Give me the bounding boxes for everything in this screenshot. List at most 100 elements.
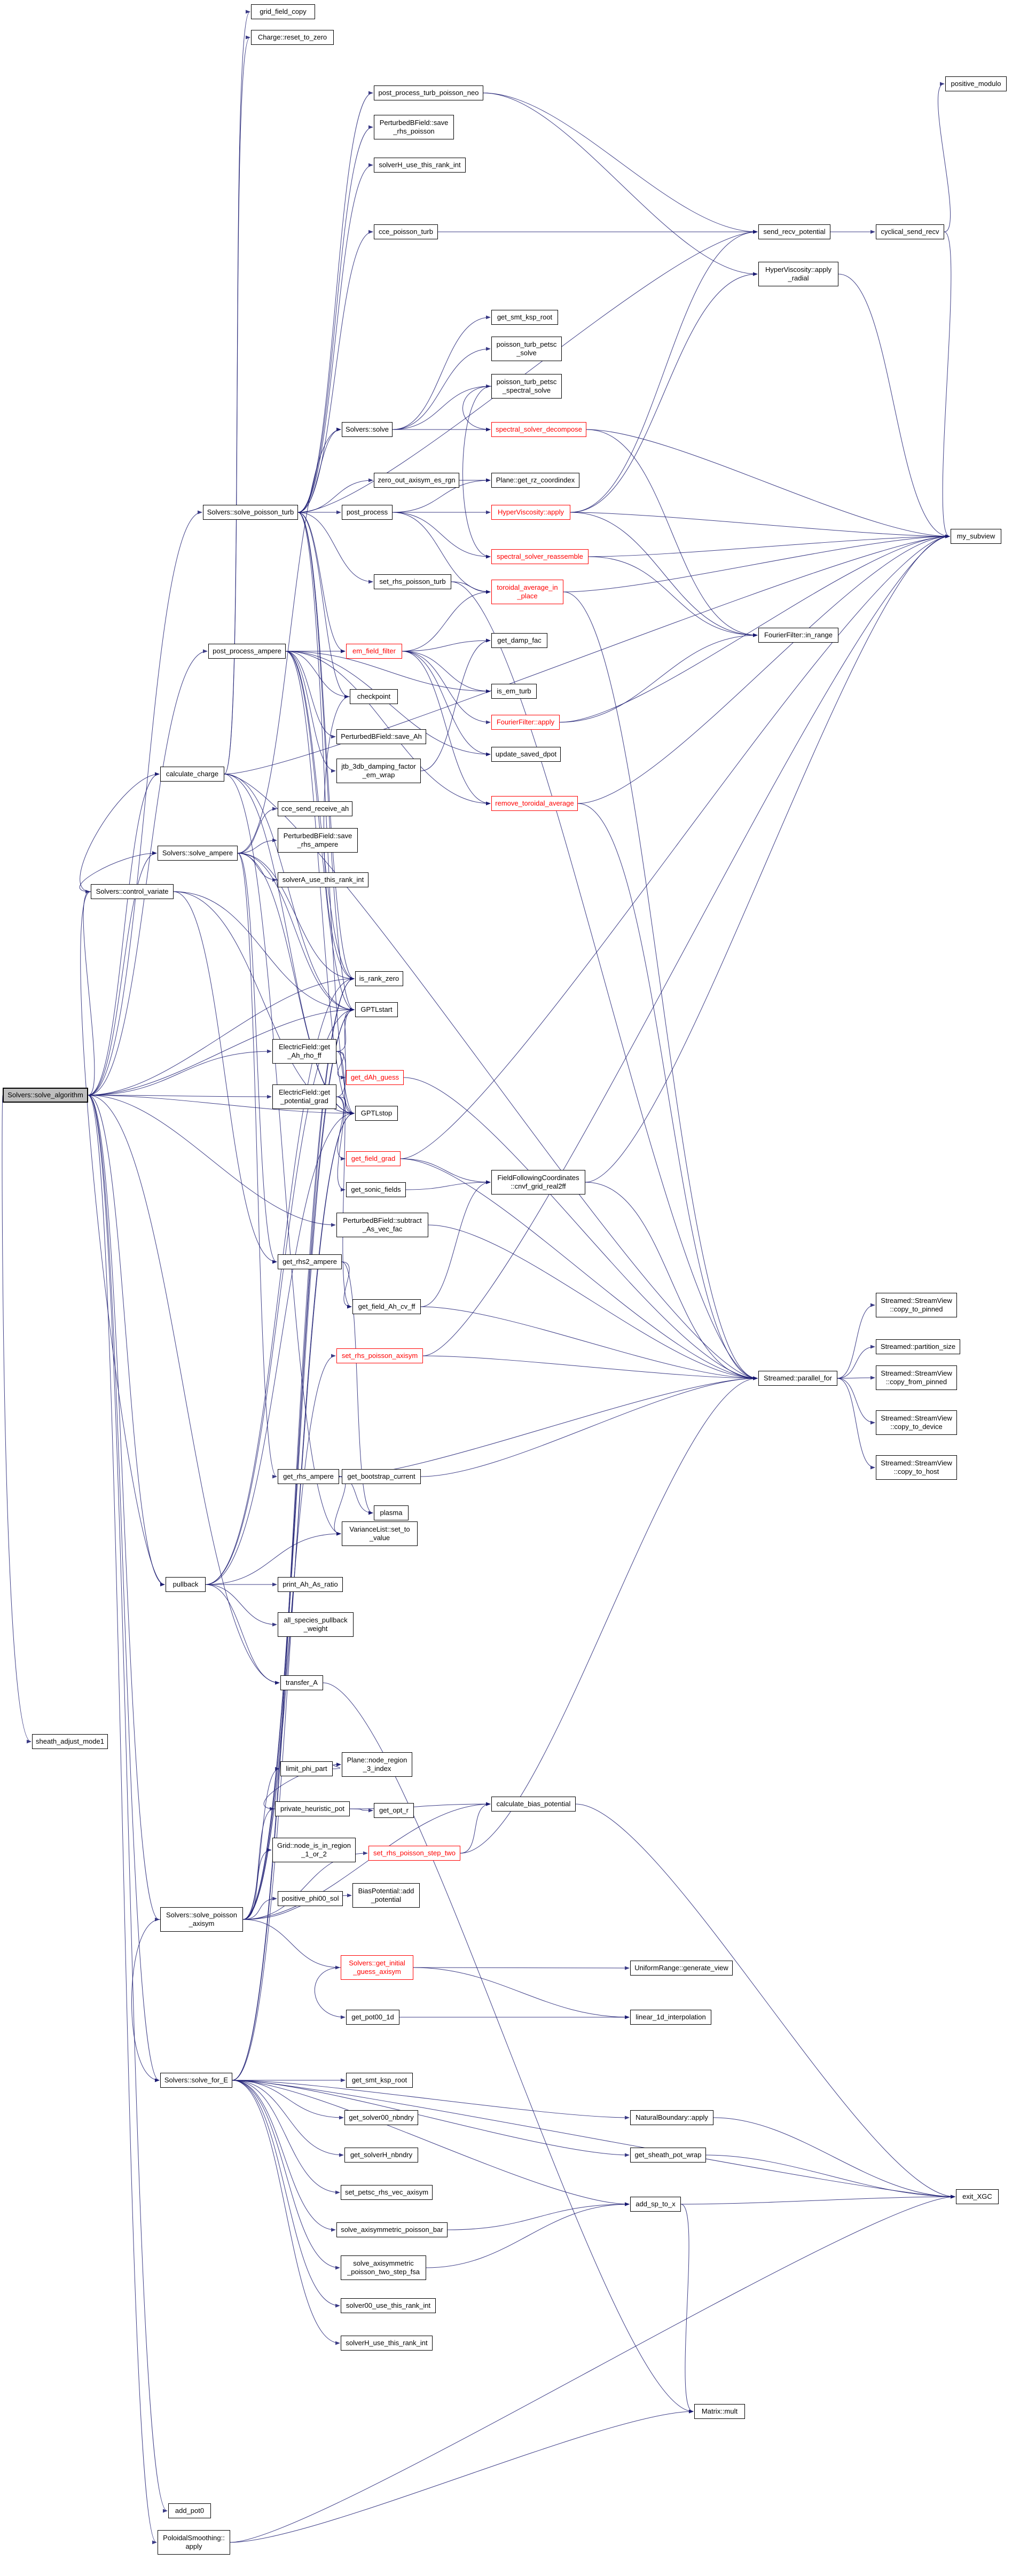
edge-poisson_turb_petsc_spectral_solve-spectral_solver_decompose (462, 386, 492, 432)
graph-node-set_rhs_poisson_step_two[interactable]: set_rhs_poisson_step_two (368, 1846, 460, 1861)
graph-node-solverh_use_this_rank_int_2[interactable]: solverH_use_this_rank_int (341, 2336, 433, 2351)
graph-node-solvers_get_initial_guess_axisym[interactable]: Solvers::get_initial_guess_axisym (341, 1955, 413, 1980)
graph-node-get_smt_ksp_root_2[interactable]: get_smt_ksp_root (346, 2073, 413, 2088)
graph-node-cyclical_send_recv[interactable]: cyclical_send_recv (876, 224, 944, 239)
graph-node-limit_phi_part[interactable]: limit_phi_part (280, 1761, 333, 1776)
graph-node-transfer_a[interactable]: transfer_A (280, 1675, 323, 1690)
graph-node-private_heuristic_pot[interactable]: private_heuristic_pot (275, 1801, 350, 1816)
graph-node-get_dah_guess[interactable]: get_dAh_guess (346, 1070, 404, 1085)
graph-node-get_rhs2_ampere[interactable]: get_rhs2_ampere (278, 1254, 342, 1269)
graph-node-post_process_turb_poisson_neo[interactable]: post_process_turb_poisson_neo (374, 85, 483, 100)
graph-node-solvera_use_this_rank_int[interactable]: solverA_use_this_rank_int (278, 872, 368, 887)
graph-node-solver00_use_this_rank_int[interactable]: solver00_use_this_rank_int (341, 2298, 436, 2313)
graph-node-grid_field_copy[interactable]: grid_field_copy (251, 4, 315, 19)
graph-node-plasma[interactable]: plasma (374, 1505, 409, 1520)
graph-node-variancelist_set_to_value[interactable]: VarianceList::set_to_value (342, 1521, 418, 1546)
graph-node-grid_node_is_in_region_1_or_2[interactable]: Grid::node_is_in_region_1_or_2 (272, 1838, 356, 1862)
graph-node-sheath_adjust_mode1[interactable]: sheath_adjust_mode1 (32, 1734, 108, 1749)
graph-node-electricfield_get_ah_rho_ff[interactable]: ElectricField::get_Ah_rho_ff (272, 1039, 336, 1064)
graph-node-toroidal_average_in_place[interactable]: toroidal_average_in_place (491, 580, 563, 604)
graph-node-add_pot0[interactable]: add_pot0 (168, 2503, 211, 2518)
graph-node-matrix_mult[interactable]: Matrix::mult (694, 2404, 745, 2419)
graph-node-poisson_turb_petsc_spectral_solve[interactable]: poisson_turb_petsc_spectral_solve (491, 374, 562, 399)
graph-node-exit_xgc[interactable]: exit_XGC (956, 2189, 999, 2204)
graph-node-plane_get_rz_coordindex[interactable]: Plane::get_rz_coordindex (491, 473, 579, 488)
graph-node-is_rank_zero[interactable]: is_rank_zero (355, 971, 403, 986)
graph-node-fourierfilter_in_range[interactable]: FourierFilter::in_range (758, 628, 838, 643)
graph-node-cce_poisson_turb[interactable]: cce_poisson_turb (374, 224, 438, 239)
graph-node-my_subview[interactable]: my_subview (951, 529, 1001, 544)
graph-node-uniformrange_generate_view[interactable]: UniformRange::generate_view (630, 1961, 733, 1976)
graph-node-solvers_solve[interactable]: Solvers::solve (342, 422, 393, 437)
graph-node-solvers_solve_poisson_axisym[interactable]: Solvers::solve_poisson_axisym (160, 1907, 243, 1932)
graph-node-get_sonic_fields[interactable]: get_sonic_fields (346, 1182, 406, 1197)
graph-node-cce_send_receive_ah[interactable]: cce_send_receive_ah (278, 801, 352, 816)
graph-node-update_saved_dpot[interactable]: update_saved_dpot (491, 747, 561, 762)
graph-node-send_recv_potential[interactable]: send_recv_potential (758, 224, 830, 239)
graph-node-pullback[interactable]: pullback (166, 1577, 206, 1592)
graph-node-get_opt_r[interactable]: get_opt_r (374, 1803, 414, 1818)
graph-node-get_rhs_ampere[interactable]: get_rhs_ampere (278, 1469, 339, 1484)
graph-node-perturbedbfield_save_rhs_ampere[interactable]: PerturbedBField::save_rhs_ampere (278, 828, 358, 853)
graph-node-get_sheath_pot_wrap[interactable]: get_sheath_pot_wrap (630, 2148, 706, 2163)
graph-node-perturbedbfield_save_ah[interactable]: PerturbedBField::save_Ah (336, 729, 426, 744)
graph-node-get_smt_ksp_root_1[interactable]: get_smt_ksp_root (491, 310, 558, 325)
graph-node-solvers_solve_for_e[interactable]: Solvers::solve_for_E (160, 2073, 232, 2088)
graph-node-set_rhs_poisson_axisym[interactable]: set_rhs_poisson_axisym (336, 1348, 423, 1363)
graph-node-post_process[interactable]: post_process (342, 505, 393, 520)
graph-node-get_solver00_nbndry[interactable]: get_solver00_nbndry (344, 2110, 418, 2125)
graph-node-solvers_solve_poisson_turb[interactable]: Solvers::solve_poisson_turb (203, 505, 298, 520)
graph-node-get_damp_fac[interactable]: get_damp_fac (491, 633, 547, 648)
graph-node-solvers_solve_ampere[interactable]: Solvers::solve_ampere (158, 846, 238, 861)
graph-node-gptlstop[interactable]: GPTLstop (355, 1106, 398, 1121)
graph-node-plane_node_region_3_index[interactable]: Plane::node_region_3_index (342, 1752, 412, 1777)
graph-node-electricfield_get_potential_grad[interactable]: ElectricField::get_potential_grad (272, 1084, 336, 1109)
graph-node-perturbedbfield_subtract_as_vec_fac[interactable]: PerturbedBField::subtract_As_vec_fac (336, 1213, 428, 1237)
graph-node-streamed_partition_size[interactable]: Streamed::partition_size (876, 1339, 960, 1354)
graph-node-checkpoint[interactable]: checkpoint (350, 689, 398, 704)
graph-node-get_bootstrap_current[interactable]: get_bootstrap_current (342, 1469, 421, 1484)
graph-node-sv_copy_to_device[interactable]: Streamed::StreamView::copy_to_device (876, 1410, 957, 1435)
graph-node-solvers_control_variate[interactable]: Solvers::control_variate (91, 884, 174, 899)
graph-node-solve_axisymmetric_poisson_two_step_fsa[interactable]: solve_axisymmetric_poisson_two_step_fsa (341, 2255, 426, 2280)
graph-node-streamed_parallel_for[interactable]: Streamed::parallel_for (758, 1371, 837, 1386)
graph-node-get_field_ah_cv_ff[interactable]: get_field_Ah_cv_ff (352, 1299, 421, 1314)
graph-node-calculate_bias_potential[interactable]: calculate_bias_potential (491, 1797, 576, 1812)
graph-node-naturalboundary_apply[interactable]: NaturalBoundary::apply (630, 2110, 713, 2125)
graph-node-spectral_solver_decompose[interactable]: spectral_solver_decompose (491, 422, 586, 437)
graph-node-all_species_pullback_weight[interactable]: all_species_pullback_weight (278, 1612, 354, 1637)
graph-node-sv_copy_from_pinned[interactable]: Streamed::StreamView::copy_from_pinned (876, 1365, 957, 1390)
graph-node-poloidalsmoothing_apply[interactable]: PoloidalSmoothing::apply (158, 2530, 230, 2555)
graph-node-sv_copy_to_host[interactable]: Streamed::StreamView::copy_to_host (876, 1455, 957, 1480)
graph-node-sv_copy_to_pinned[interactable]: Streamed::StreamView::copy_to_pinned (876, 1293, 957, 1317)
graph-node-get_field_grad[interactable]: get_field_grad (346, 1151, 401, 1166)
graph-node-fourierfilter_apply[interactable]: FourierFilter::apply (491, 715, 560, 730)
graph-node-poisson_turb_petsc_solve[interactable]: poisson_turb_petsc_solve (491, 337, 562, 361)
graph-node-spectral_solver_reassemble[interactable]: spectral_solver_reassemble (491, 549, 589, 564)
graph-node-set_petsc_rhs_vec_axisym[interactable]: set_petsc_rhs_vec_axisym (341, 2185, 433, 2200)
graph-node-post_process_ampere[interactable]: post_process_ampere (208, 644, 286, 659)
graph-node-get_pot00_1d[interactable]: get_pot00_1d (346, 2010, 399, 2025)
graph-node-gptlstart[interactable]: GPTLstart (355, 1002, 398, 1017)
graph-node-em_field_filter[interactable]: em_field_filter (346, 644, 402, 659)
graph-node-ffc_cnvf_grid_real2ff[interactable]: FieldFollowingCoordinates::cnvf_grid_rea… (491, 1170, 585, 1195)
graph-node-biaspotential_add_potential[interactable]: BiasPotential::add_potential (352, 1883, 420, 1908)
graph-node-remove_toroidal_average[interactable]: remove_toroidal_average (491, 796, 578, 811)
graph-node-solve_axisymmetric_poisson_bar[interactable]: solve_axisymmetric_poisson_bar (336, 2222, 448, 2237)
graph-node-positive_modulo[interactable]: positive_modulo (945, 76, 1007, 91)
graph-node-hyperviscosity_apply_radial[interactable]: HyperViscosity::apply_radial (758, 262, 838, 286)
graph-node-add_sp_to_x[interactable]: add_sp_to_x (630, 2197, 681, 2212)
graph-node-set_rhs_poisson_turb[interactable]: set_rhs_poisson_turb (374, 574, 451, 589)
graph-node-is_em_turb[interactable]: is_em_turb (491, 684, 537, 699)
graph-node-jtb_3db_damping_factor_em_wrap[interactable]: jtb_3db_damping_factor_em_wrap (336, 759, 421, 783)
graph-node-hyperviscosity_apply[interactable]: HyperViscosity::apply (491, 505, 570, 520)
graph-node-calculate_charge[interactable]: calculate_charge (160, 767, 224, 782)
graph-node-charge_reset_to_zero[interactable]: Charge::reset_to_zero (251, 30, 334, 45)
graph-node-positive_phi00_sol[interactable]: positive_phi00_sol (278, 1891, 343, 1906)
graph-node-get_solverh_nbndry[interactable]: get_solverH_nbndry (344, 2148, 418, 2163)
graph-node-solverh_use_this_rank_int_1[interactable]: solverH_use_this_rank_int (374, 158, 466, 173)
graph-node-perturbedbfield_save_rhs_poisson[interactable]: PerturbedBField::save_rhs_poisson (374, 115, 454, 139)
graph-node-print_ah_as_ratio[interactable]: print_Ah_As_ratio (278, 1577, 343, 1592)
graph-node-linear_1d_interpolation[interactable]: linear_1d_interpolation (630, 2010, 711, 2025)
graph-node-zero_out_axisym_es_rgn[interactable]: zero_out_axisym_es_rgn (374, 473, 459, 488)
